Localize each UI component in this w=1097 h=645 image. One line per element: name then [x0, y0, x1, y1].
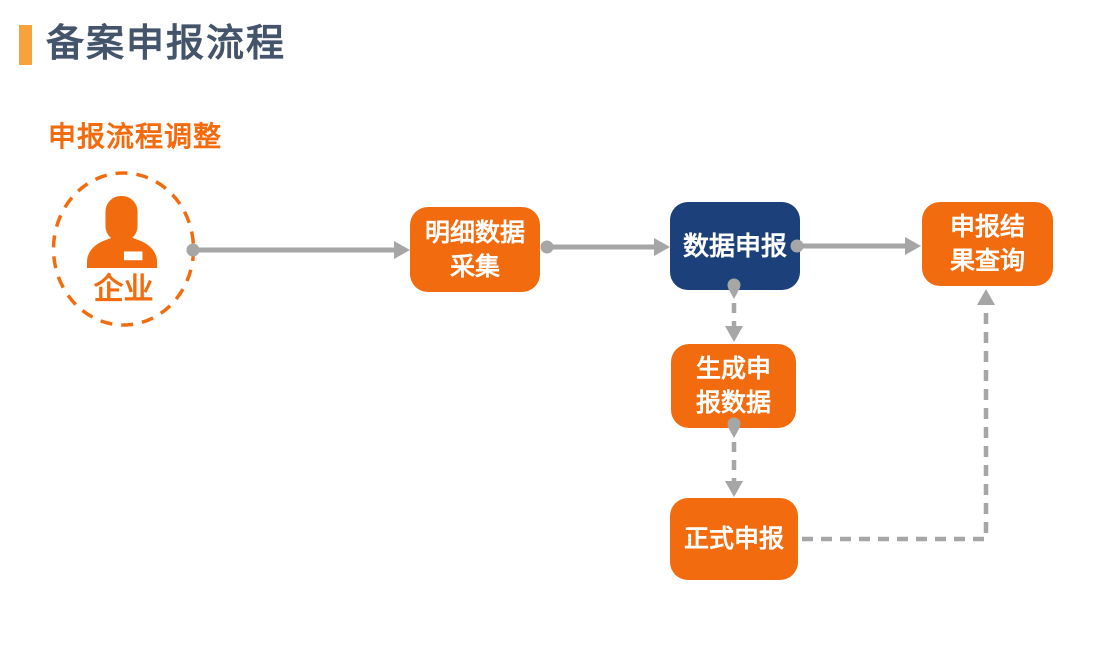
flow-node-data-declaration: 数据申报	[670, 202, 800, 290]
node-label-line: 果查询	[949, 247, 1025, 275]
node-label-line: 报数据	[695, 389, 771, 417]
node-label-line: 采集	[449, 252, 500, 281]
flow-node-formal-declaration: 正式申报	[670, 498, 798, 580]
actor-enterprise-label: 企业	[93, 273, 154, 306]
node-label-line: 生成申	[695, 355, 771, 383]
flow-node-detail-data-collection: 明细数据 采集	[410, 207, 540, 292]
node-label-line: 正式申报	[683, 525, 784, 553]
edge-actor-to-collection	[186, 241, 410, 259]
flow-node-declaration-result-query: 申报结 果查询	[922, 202, 1053, 286]
enterprise-person-icon	[86, 196, 158, 268]
flow-subtitle: 申报流程调整	[48, 121, 223, 152]
node-label-line: 明细数据	[424, 218, 525, 247]
edge-collection-to-declaration	[540, 238, 670, 256]
edge-declaration-to-result	[790, 237, 921, 255]
title-accent-bar	[19, 25, 32, 65]
node-label-line: 数据申报	[682, 231, 787, 261]
edge-formal-to-result	[802, 289, 995, 542]
node-label-line: 申报结	[949, 213, 1025, 241]
edge-generate-to-formal	[725, 417, 743, 497]
flow-node-generate-declaration-data: 生成申 报数据	[671, 344, 796, 428]
page-title: 备案申报流程	[46, 23, 287, 65]
